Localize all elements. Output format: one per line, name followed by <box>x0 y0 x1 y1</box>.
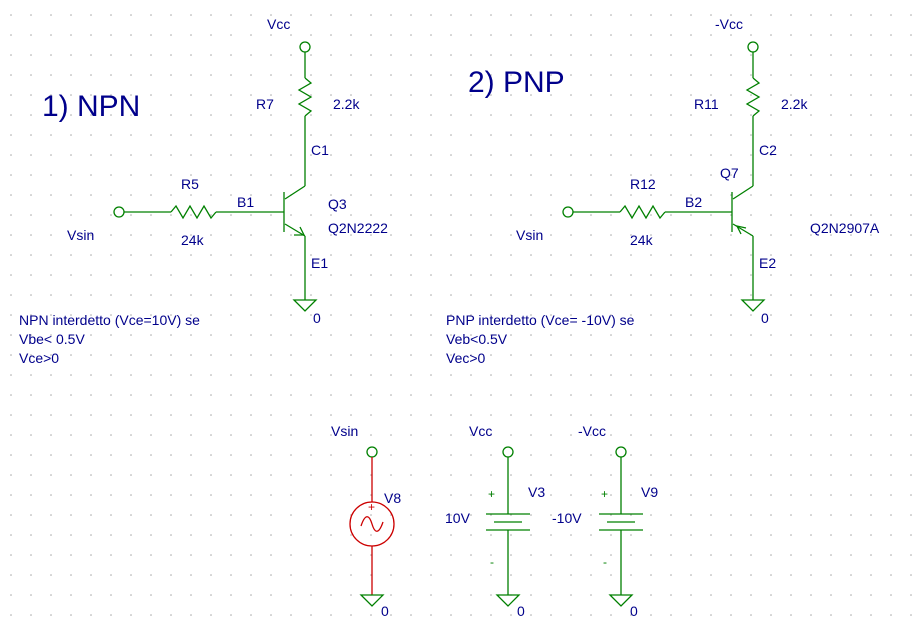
pnp-note-line-2: Veb<0.5V <box>446 331 508 347</box>
q7-name: Q7 <box>720 165 739 181</box>
v8-name: V8 <box>384 490 401 506</box>
pnp-vsin-terminal[interactable] <box>562 206 574 218</box>
e2-label: E2 <box>759 255 776 271</box>
q7-emitter-arrow <box>735 225 747 235</box>
q3-model: Q2N2222 <box>328 220 388 236</box>
v9-ground-symbol <box>608 594 634 607</box>
r12-value: 24k <box>630 232 654 248</box>
v9-name: V9 <box>641 484 658 500</box>
v9-plus: + <box>601 487 608 501</box>
npn-note-line-2: Vbe< 0.5V <box>19 331 85 347</box>
r7-name: R7 <box>256 96 274 112</box>
v8-node-terminal[interactable] <box>366 446 378 458</box>
pnp-vsin-label: Vsin <box>516 227 543 243</box>
r5-value: 24k <box>181 232 205 248</box>
v9-node-terminal[interactable] <box>615 446 627 458</box>
v9-node-label: -Vcc <box>578 423 606 439</box>
r12-name: R12 <box>630 176 656 192</box>
c1-label: C1 <box>311 142 329 158</box>
resistor-r7[interactable] <box>297 77 313 117</box>
pnp-vcc-label: -Vcc <box>715 16 743 32</box>
npn-vcc-terminal[interactable] <box>299 41 311 53</box>
q3-emitter-leg[interactable] <box>284 223 306 237</box>
c2-label: C2 <box>759 142 777 158</box>
q7-collector-leg[interactable] <box>732 185 754 200</box>
npn-ground-symbol <box>292 299 318 312</box>
v3-plus: + <box>488 487 495 501</box>
v3-node-label: Vcc <box>469 423 492 439</box>
v8-ground-label: 0 <box>381 603 389 619</box>
r11-name: R11 <box>694 96 719 112</box>
pnp-note-line-3: Vec>0 <box>446 350 486 366</box>
npn-title: 1) NPN <box>42 90 140 123</box>
v9-minus: - <box>603 555 607 569</box>
npn-vsin-terminal[interactable] <box>113 206 125 218</box>
v3-name: V3 <box>528 484 545 500</box>
pnp-ground-symbol <box>740 299 766 312</box>
npn-note-line-3: Vce>0 <box>19 350 59 366</box>
v3-node-terminal[interactable] <box>502 446 514 458</box>
pnp-ground-label: 0 <box>761 310 769 326</box>
e1-label: E1 <box>311 255 328 271</box>
v3-ground-label: 0 <box>517 603 525 619</box>
q7-model: Q2N2907A <box>810 220 880 236</box>
v8-node-label: Vsin <box>331 423 358 439</box>
r5-name: R5 <box>181 176 199 192</box>
resistor-r5[interactable] <box>170 204 217 220</box>
v9-value: -10V <box>552 510 582 526</box>
sine-wave-icon <box>360 516 384 532</box>
npn-note-line-1: NPN interdetto (Vce=10V) se <box>19 312 200 328</box>
v3-value: 10V <box>445 510 471 526</box>
pnp-note-line-1: PNP interdetto (Vce= -10V) se <box>446 312 635 328</box>
npn-ground-label: 0 <box>313 310 321 326</box>
v3-ground-symbol <box>495 594 521 607</box>
npn-vcc-label: Vcc <box>267 16 290 32</box>
npn-vsin-label: Vsin <box>67 227 94 243</box>
v8-ground-symbol <box>359 594 385 607</box>
q3-collector-leg[interactable] <box>284 185 306 200</box>
b2-label: B2 <box>685 194 702 210</box>
r7-value: 2.2k <box>333 96 360 112</box>
q3-name: Q3 <box>328 196 347 212</box>
v3-minus: - <box>490 555 494 569</box>
pnp-vcc-terminal[interactable] <box>747 41 759 53</box>
resistor-r11[interactable] <box>745 77 761 117</box>
resistor-r12[interactable] <box>619 204 666 220</box>
q3-emitter-arrow <box>294 226 306 236</box>
b1-label: B1 <box>237 194 254 210</box>
v8-plus: + <box>368 500 375 514</box>
pnp-title: 2) PNP <box>468 66 565 99</box>
r11-value: 2.2k <box>781 96 808 112</box>
v9-ground-label: 0 <box>630 603 638 619</box>
